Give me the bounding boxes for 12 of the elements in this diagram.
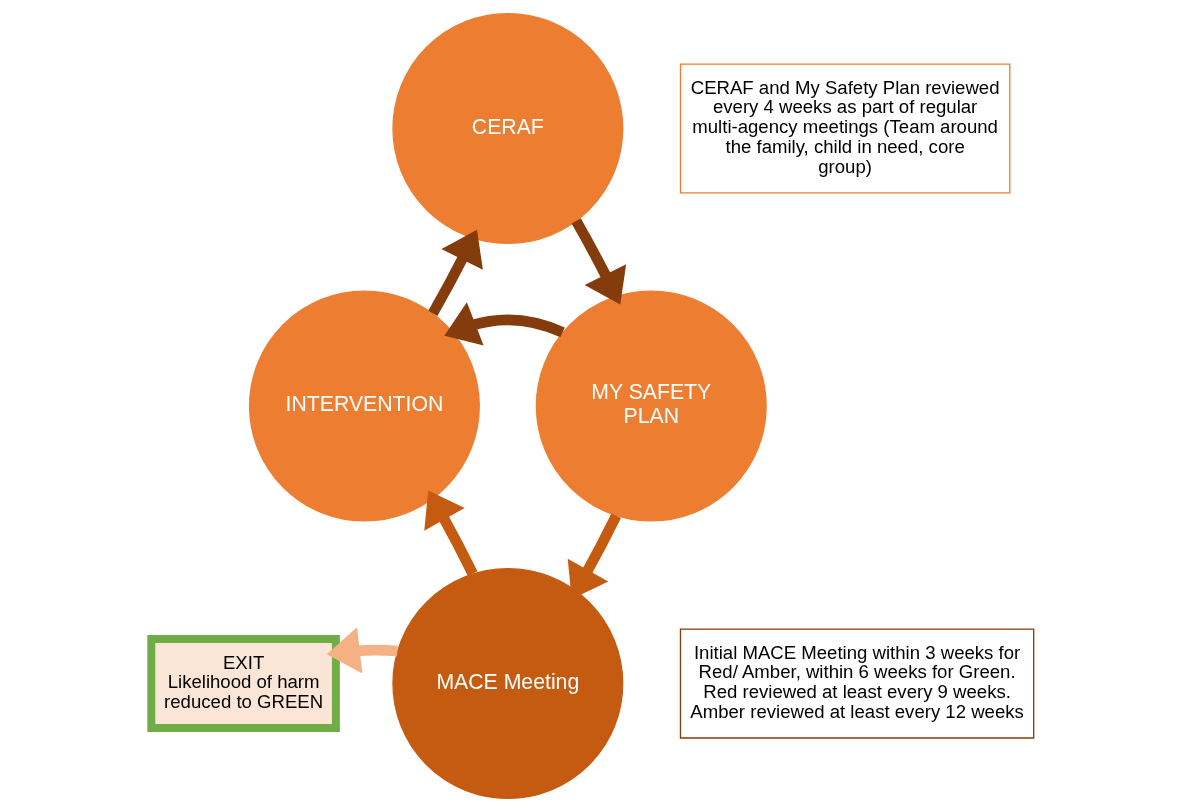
arrow — [427, 229, 483, 316]
node-box: CERAF and My Safety Plan reviewed every 4 weeks as part of regular multi-agency meetings (Team around the family, child in need, core group) — [679, 63, 1010, 194]
arrow — [571, 218, 626, 305]
node-box: Initial MACE Meeting within 3 weeks for Red/ Amber, within 6 weeks for Green. Red reviewed at least every 9 weeks. Amber reviewed at least every 12 weeks — [679, 628, 1034, 739]
node-circle: MACE Meeting — [391, 568, 623, 800]
node-circle: CERAF — [391, 12, 623, 244]
arrow — [423, 490, 477, 576]
arrow — [326, 627, 398, 674]
node-box: EXIT Likelihood of harm reduced to GREEN — [146, 635, 340, 732]
node-circle: MY SAFETY PLAN — [535, 290, 767, 522]
arrow — [443, 302, 565, 346]
node-circle: INTERVENTION — [248, 290, 480, 522]
